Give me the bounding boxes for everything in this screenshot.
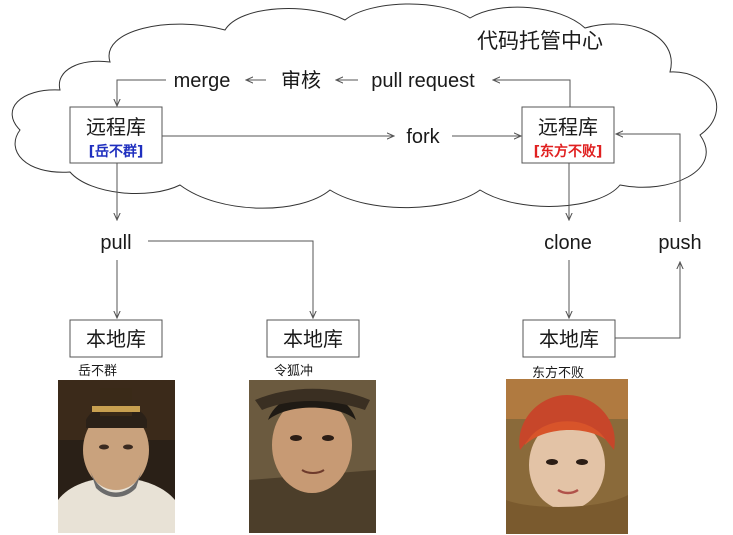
pull-arrow-local2 xyxy=(148,240,313,318)
local-repo-2-label: 本地库 xyxy=(283,327,343,351)
remote-repo-right-label: 远程库 xyxy=(538,115,598,139)
remote-repo-left-owner: [岳不群] xyxy=(89,143,144,160)
pull-request-label: pull request xyxy=(371,70,475,92)
person-3-name: 东方不败 xyxy=(532,365,584,381)
local-repo-3-label: 本地库 xyxy=(539,327,599,351)
person-2-name: 令狐冲 xyxy=(274,364,313,379)
fork-label: fork xyxy=(406,126,440,148)
person-1-photo xyxy=(58,380,175,533)
remote-repo-left-label: 远程库 xyxy=(86,115,146,139)
hosting-center-cloud xyxy=(11,3,718,209)
local-repo-3: 本地库 xyxy=(522,319,616,358)
person-3-photo xyxy=(506,379,628,534)
review-label: 审核 xyxy=(281,68,321,92)
remote-repo-right: 远程库 [东方不败] xyxy=(521,106,615,164)
local-repo-1-label: 本地库 xyxy=(86,327,146,351)
merge-label: merge xyxy=(174,70,231,92)
push-arrow-bottom xyxy=(614,262,680,339)
local-repo-1: 本地库 xyxy=(69,319,163,358)
push-arrow-top xyxy=(616,134,681,222)
remote-repo-left: 远程库 [岳不群] xyxy=(69,106,163,164)
pull-label: pull xyxy=(100,232,131,254)
pull-request-path xyxy=(117,80,571,107)
person-1-name: 岳不群 xyxy=(78,364,117,379)
local-repo-2: 本地库 xyxy=(266,319,360,358)
push-label: push xyxy=(658,232,701,254)
remote-repo-right-owner: [东方不败] xyxy=(534,143,603,160)
person-2-photo xyxy=(249,380,376,533)
clone-label: clone xyxy=(544,232,592,254)
cloud-title: 代码托管中心 xyxy=(477,29,603,53)
